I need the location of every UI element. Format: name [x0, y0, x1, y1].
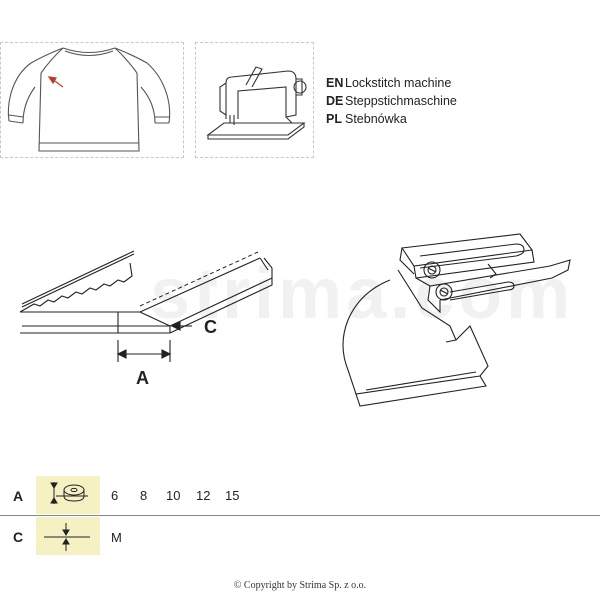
row-a-icon-cell: [36, 476, 100, 514]
raglan-shirt-icon: [7, 47, 171, 152]
machine-name: Steppstichmaschine: [345, 94, 457, 108]
copyright-text: © Copyright by Strima Sp. z o.o.: [233, 580, 367, 591]
language-code: EN: [326, 76, 344, 90]
dimension-label-a: A: [136, 368, 149, 388]
sewing-machine-icon: [206, 66, 307, 140]
width-value: 15: [225, 488, 240, 503]
garment-panel: [0, 42, 184, 158]
machine-name: Stebnówka: [345, 112, 407, 126]
width-value: 6: [111, 488, 119, 503]
width-value: 8: [140, 488, 148, 503]
machine-panel: [195, 42, 314, 158]
row-a-label: A: [13, 488, 24, 504]
seam-diagram: strima.com A C: [19, 250, 574, 388]
tape-width-icon: [50, 482, 88, 504]
material-thickness-icon: [44, 523, 90, 551]
width-value: 10: [166, 488, 181, 503]
thickness-value: M: [111, 530, 122, 545]
language-code: DE: [326, 94, 344, 108]
row-c-label: C: [13, 529, 24, 545]
binder-attachment-illustration: [342, 233, 571, 407]
row-c-icon-cell: [36, 517, 100, 555]
watermark: strima.com: [150, 254, 574, 334]
machine-name: Lockstitch machine: [345, 76, 452, 90]
language-code: PL: [326, 112, 342, 126]
dimension-label-c: C: [204, 317, 217, 337]
table-divider: [0, 515, 600, 516]
width-value: 12: [196, 488, 211, 503]
